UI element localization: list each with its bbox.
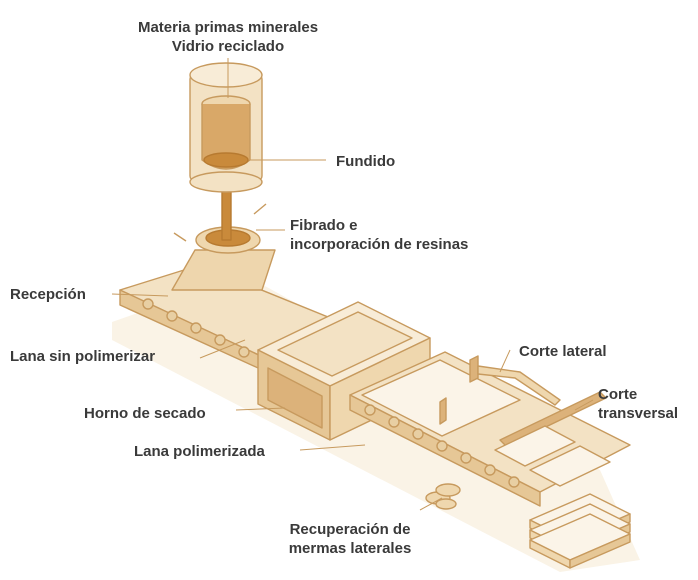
label-corte-transversal-line1: Corte <box>598 386 638 403</box>
label-lana-polimerizada: Lana polimerizada <box>134 443 265 460</box>
label-recuperacion-line1: Recuperación de <box>289 521 411 538</box>
stacked-panels <box>529 493 631 569</box>
label-fibrado-line2: incorporación de resinas <box>290 236 469 253</box>
label-lana-sin-polimerizar: Lana sin polimerizar <box>10 348 156 365</box>
label-materias-line1: Materia primas minerales <box>137 19 319 36</box>
label-fibrado: Fibrado e incorporación de resinas <box>290 216 468 254</box>
label-corte-transversal: Corte transversal <box>598 385 678 423</box>
oven-top-inner <box>277 311 413 377</box>
label-materias-primas: Materia primas minerales Vidrio reciclad… <box>100 18 356 56</box>
fiberizer-cone <box>171 249 276 291</box>
main-rollers <box>364 404 520 488</box>
lateral-cutter-1 <box>439 397 447 425</box>
trim-strip <box>477 365 561 406</box>
label-materias-line2: Vidrio reciclado <box>171 38 285 55</box>
label-corte-transversal-line2: transversal <box>598 405 679 422</box>
label-horno-de-secado: Horno de secado <box>84 405 206 422</box>
panel-2 <box>529 445 611 487</box>
leader-lines <box>111 58 594 511</box>
melter-top <box>189 62 263 88</box>
label-recepcion: Recepción <box>10 286 86 303</box>
label-recuperacion: Recuperación de mermas laterales <box>240 520 460 558</box>
panel-1 <box>494 425 576 467</box>
label-fundido: Fundido <box>336 153 396 170</box>
label-recuperacion-line2: mermas laterales <box>288 540 412 557</box>
label-corte-lateral: Corte lateral <box>519 343 607 360</box>
transversal-cutter <box>499 391 607 447</box>
scrap-recovery-fan <box>425 483 461 510</box>
wool-sheet <box>361 359 521 437</box>
lateral-cutter-2 <box>469 355 479 383</box>
label-fibrado-line1: Fibrado e <box>290 217 358 234</box>
